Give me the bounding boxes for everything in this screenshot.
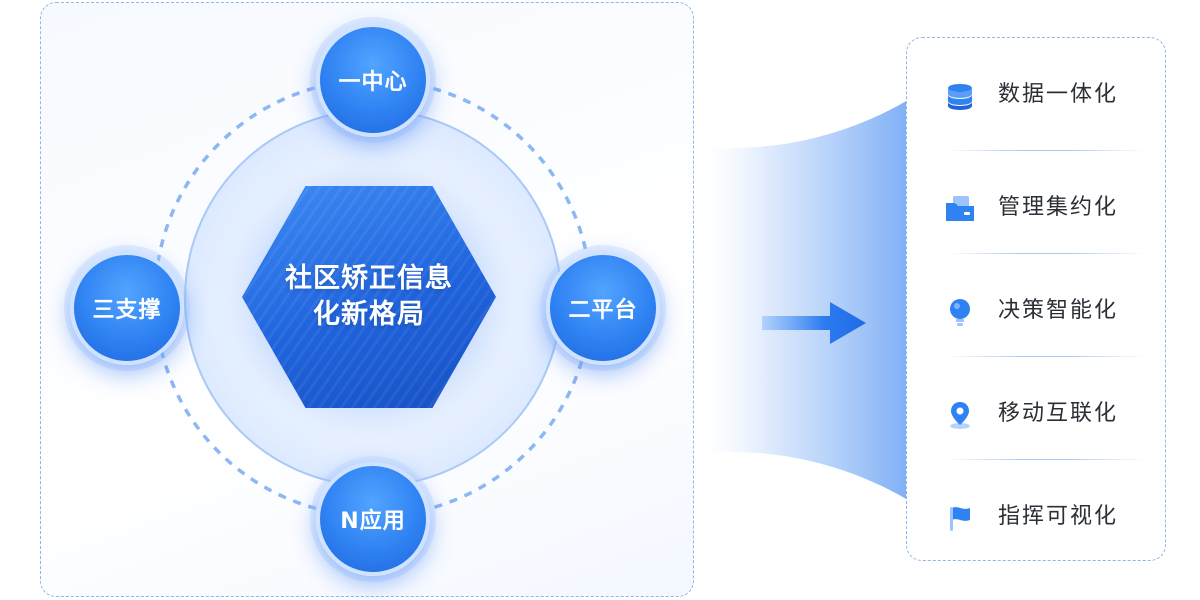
node-top-label: 一中心 [338, 70, 408, 95]
database-icon [948, 84, 972, 110]
node-left: 三支撑 [70, 251, 184, 365]
flag-icon [950, 507, 970, 531]
node-left-label: 三支撑 [92, 298, 162, 323]
connector-funnel [690, 100, 908, 500]
feature-list: 数据一体化 管理集约化 决策智能化 移动互联化 [906, 37, 1166, 561]
feature-item-management: 管理集约化 [906, 178, 1166, 238]
center-hexagon: 社区矫正信息 化新格局 [242, 186, 496, 408]
feature-label-data: 数据一体化 [998, 82, 1119, 107]
feature-item-command: 指挥可视化 [906, 487, 1166, 547]
node-right: 二平台 [546, 251, 660, 365]
node-right-label: 二平台 [568, 298, 638, 323]
feature-label-command: 指挥可视化 [998, 504, 1119, 529]
node-bottom: N应用 [316, 462, 430, 576]
feature-divider [946, 356, 1146, 357]
feature-item-data: 数据一体化 [906, 65, 1166, 125]
folder-icon [946, 196, 974, 221]
node-top: 一中心 [316, 23, 430, 137]
center-title-line1: 社区矫正信息 [285, 263, 453, 294]
feature-divider [946, 150, 1146, 151]
right-arrow-icon [762, 302, 866, 344]
feature-divider [946, 459, 1146, 460]
feature-label-mobile: 移动互联化 [998, 401, 1119, 426]
feature-divider [946, 253, 1146, 254]
right-features-panel [906, 37, 1166, 561]
location-pin-icon [950, 402, 970, 429]
center-title-line2: 化新格局 [313, 299, 425, 330]
feature-label-decision: 决策智能化 [998, 298, 1119, 323]
feature-item-decision: 决策智能化 [906, 281, 1166, 341]
lightbulb-icon [950, 299, 970, 326]
node-bottom-label: N应用 [340, 509, 406, 534]
feature-label-management: 管理集约化 [998, 195, 1119, 220]
feature-item-mobile: 移动互联化 [906, 384, 1166, 444]
